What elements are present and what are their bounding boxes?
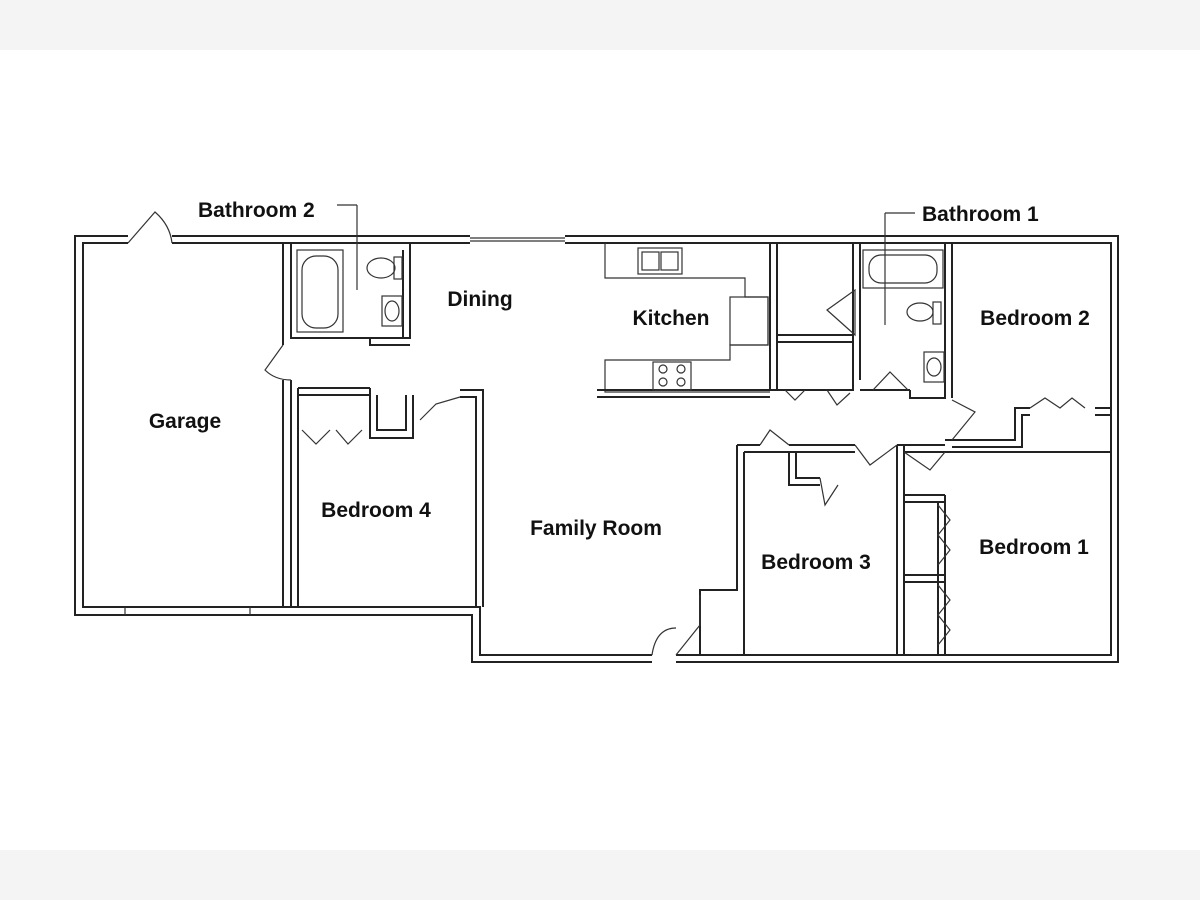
room-label-family-room: Family Room <box>530 517 662 540</box>
bathroom-1-fixtures <box>777 212 953 406</box>
kitchen-fixtures <box>597 243 778 398</box>
bedroom-2-walls <box>945 397 1111 448</box>
room-label-bedroom-4: Bedroom 4 <box>321 499 431 522</box>
exterior-walls <box>74 235 1119 663</box>
room-label-dining: Dining <box>447 288 512 311</box>
room-label-bedroom-2: Bedroom 2 <box>980 307 1090 330</box>
room-labels: Garage Bathroom 2 Dining Kitchen Bathroo… <box>149 199 1090 574</box>
top-margin <box>0 0 1200 50</box>
room-label-bathroom-2: Bathroom 2 <box>198 199 315 222</box>
room-label-garage: Garage <box>149 410 221 433</box>
bathroom-2-fixtures <box>296 204 411 346</box>
garage-walls <box>282 243 345 607</box>
room-label-bedroom-1: Bedroom 1 <box>979 536 1089 559</box>
bottom-margin <box>0 850 1200 900</box>
room-label-bedroom-3: Bedroom 3 <box>761 551 871 574</box>
bedroom-4-walls <box>298 387 484 607</box>
bedroom-3-walls <box>651 429 1111 656</box>
doors <box>127 211 292 381</box>
room-label-bathroom-1: Bathroom 1 <box>922 203 1039 226</box>
room-label-kitchen: Kitchen <box>632 307 709 330</box>
